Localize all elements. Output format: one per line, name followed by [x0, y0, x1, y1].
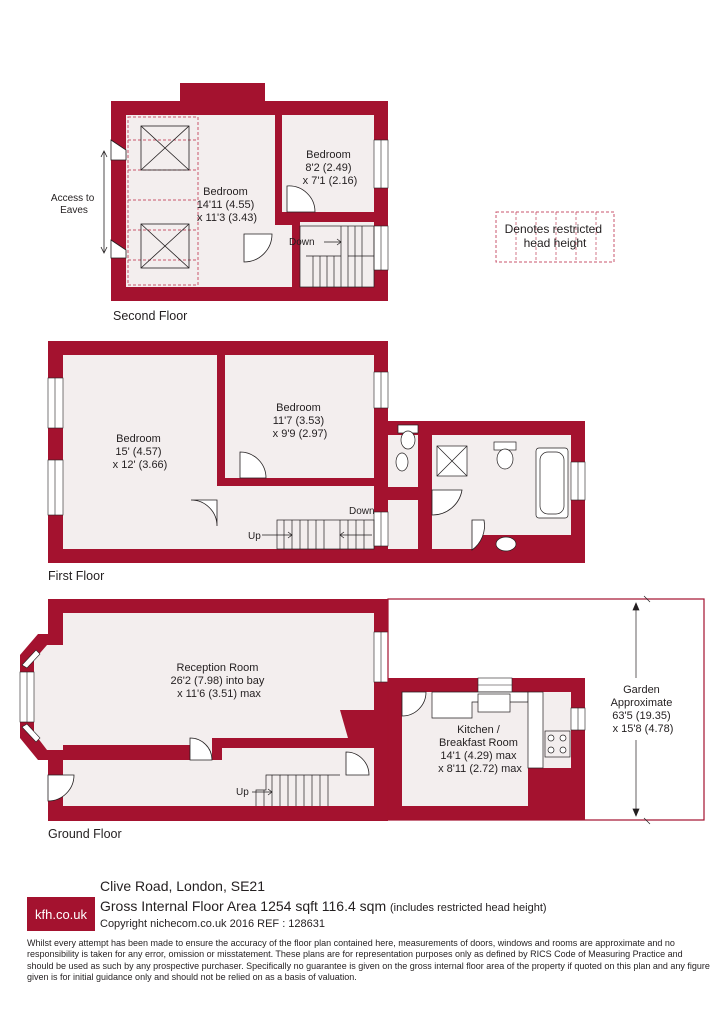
reception-room-label: Reception Room 26'2 (7.98) into bay x 11…	[171, 662, 268, 700]
first-floor-down-label: Down	[349, 506, 375, 517]
eaves-door-icon	[110, 139, 127, 259]
landing-floor	[388, 500, 418, 549]
toilet-icon	[397, 424, 517, 470]
floor-area-note: (includes restricted head height)	[390, 902, 547, 914]
window-icon	[373, 139, 389, 271]
access-arrow-icon	[100, 150, 108, 254]
door-icon	[243, 185, 316, 263]
disclaimer-text: Whilst every attempt has been made to en…	[27, 938, 710, 982]
ground-floor-wall	[63, 710, 374, 760]
garden-dimension-arrow-icon	[632, 595, 651, 825]
second-floor-down-label: Down	[289, 237, 315, 248]
second-floor-plan: Bedroom 14'11 (4.55) x 11'3 (3.43) Bedro…	[51, 83, 389, 323]
floor-area: Gross Internal Floor Area 1254 sqft 116.…	[100, 898, 547, 914]
restricted-legend: Denotes restricted head height	[495, 211, 615, 263]
staircase-icon	[252, 774, 340, 806]
second-floor-bedroom1-label: Bedroom 14'11 (4.55) x 11'3 (3.43)	[197, 186, 258, 224]
staircase-icon	[262, 519, 375, 550]
basin-icon	[395, 452, 517, 552]
access-eaves-label: Access to Eaves	[51, 193, 97, 216]
skylight-icon	[140, 223, 190, 269]
bath-icon	[535, 447, 569, 519]
skylight-icon	[140, 125, 190, 171]
second-floor-stair-floor	[300, 222, 374, 287]
second-floor-title: Second Floor	[113, 309, 187, 323]
restricted-legend-text: Denotes restricted head height	[505, 222, 606, 250]
second-floor-bedroom2-label: Bedroom 8'2 (2.49) x 7'1 (2.16)	[303, 149, 358, 187]
staircase-icon	[299, 225, 375, 288]
first-floor-wall	[217, 355, 225, 485]
door-icon	[47, 691, 427, 802]
ground-floor-interior	[34, 613, 374, 806]
property-address: Clive Road, London, SE21	[100, 878, 265, 894]
copyright-text: Copyright nichecom.co.uk 2016 REF : 1286…	[100, 918, 326, 930]
first-floor-bedroom2-label: Bedroom 11'7 (3.53) x 9'9 (2.97)	[273, 402, 328, 440]
garden-label: Garden Approximate 63'5 (19.35) x 15'8 (…	[611, 684, 676, 735]
landing-floor	[432, 520, 472, 549]
ground-floor-plan: Reception Room 26'2 (7.98) into bay x 11…	[19, 595, 705, 841]
kitchen-label: Kitchen / Breakfast Room 14'1 (4.29) max…	[438, 724, 522, 775]
window-icon	[373, 631, 586, 731]
shower-icon	[436, 445, 468, 477]
first-floor-plan: Bedroom 15' (4.57) x 12' (3.66) Bedroom …	[47, 341, 586, 583]
ground-floor-title: Ground Floor	[48, 827, 122, 841]
first-floor-title: First Floor	[48, 569, 104, 583]
bay-window-icon	[19, 649, 41, 743]
first-floor-bedroom1-label: Bedroom 15' (4.57) x 12' (3.66)	[113, 433, 168, 471]
garden-outline	[387, 598, 705, 821]
first-floor-wall	[217, 478, 374, 486]
kitchen-units-icon	[431, 691, 571, 769]
restricted-zones	[127, 116, 199, 286]
kfh-logo[interactable]: kfh.co.uk	[27, 897, 95, 931]
kitchen-chimney	[528, 768, 571, 806]
first-floor-up-label: Up	[248, 531, 261, 542]
floor-area-value: Gross Internal Floor Area 1254 sqft 116.…	[100, 898, 387, 914]
ground-floor-up-label: Up	[236, 787, 249, 798]
window-icon	[47, 371, 586, 547]
door-icon	[190, 451, 485, 551]
